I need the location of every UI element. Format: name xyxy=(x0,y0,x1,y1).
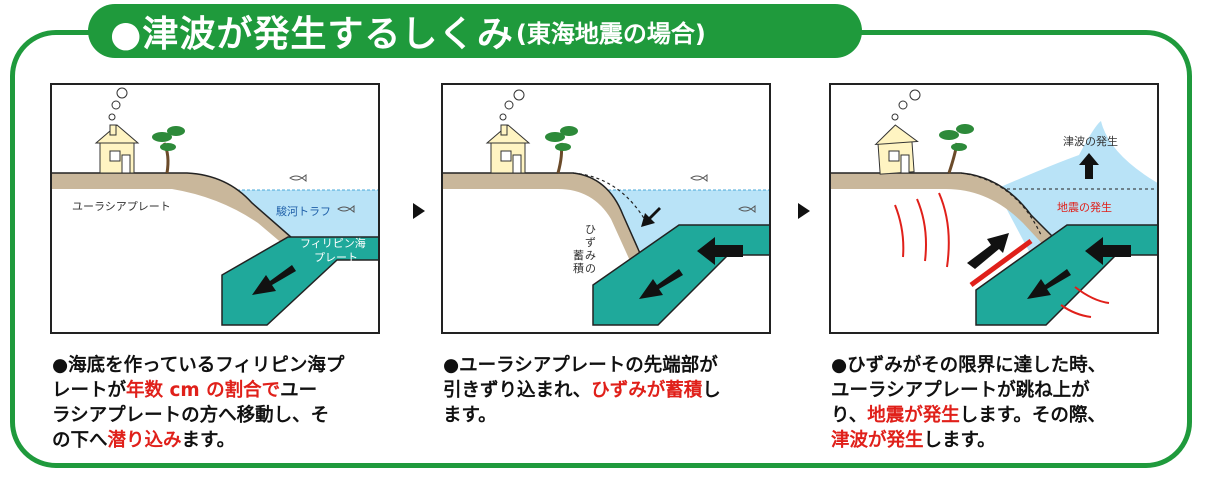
caption-highlight: 年数 cm の割合で xyxy=(126,380,281,401)
title-banner: ●津波が発生するしくみ (東海地震の場合) xyxy=(88,4,862,58)
caption-line: レートが年数 cm の割合でユー xyxy=(52,378,344,403)
tree-icon xyxy=(152,126,185,174)
caption-step-2: ●ユーラシアプレートの先端部が 引きずり込まれ、ひずみが蓄積し ます。 xyxy=(443,353,721,428)
drag-arrow xyxy=(641,207,661,227)
strain-label-2: ず xyxy=(585,236,596,249)
subduction-arrow xyxy=(639,269,683,299)
caption-line: ●海底を作っているフィリピン海プ xyxy=(52,353,344,378)
house-icon xyxy=(874,124,919,175)
caption-text: の下へ xyxy=(52,430,108,451)
caption-line: ます。 xyxy=(443,403,721,428)
eurasian-plate xyxy=(831,173,1061,251)
caption-line: ●ユーラシアプレートの先端部が xyxy=(443,353,721,378)
rebound-arrow xyxy=(967,233,1009,269)
house-icon xyxy=(485,124,531,174)
quake-label: 地震の発生 xyxy=(1057,200,1112,214)
plate-push-arrow xyxy=(1085,237,1131,265)
fault-line xyxy=(969,238,1033,288)
philippine-plate-label-2: プレート xyxy=(314,251,358,264)
caption-text: ユー xyxy=(280,380,318,401)
caption-step-3: ●ひずみがその限界に達した時、 ユーラシアプレートが跳ね上が り、地震が発生しま… xyxy=(831,353,1106,453)
caption-line: ラシアプレートの方へ移動し、そ xyxy=(52,403,344,428)
wave-up-arrow xyxy=(1079,153,1099,179)
eurasian-plate xyxy=(443,173,643,263)
caption-line: り、地震が発生します。その際、 xyxy=(831,403,1106,428)
subduction-arrow xyxy=(252,265,296,295)
tsunami-label: 津波の発生 xyxy=(1063,134,1118,148)
caption-highlight: 津波が発生 xyxy=(831,430,924,451)
caption-line: の下へ潜り込みます。 xyxy=(52,428,344,453)
caption-step-1: ●海底を作っているフィリピン海プ レートが年数 cm の割合でユー ラシアプレー… xyxy=(52,353,344,453)
caption-text: ます。 xyxy=(443,405,497,426)
caption-text: します。その際、 xyxy=(959,405,1106,426)
caption-text: 引きずり込まれ、 xyxy=(443,380,592,401)
caption-text: ●ひずみがその限界に達した時、 xyxy=(831,355,1107,376)
caption-line: 引きずり込まれ、ひずみが蓄積し xyxy=(443,378,721,403)
diagram-panel-3: 津波の発生 地震の発生 xyxy=(829,83,1159,334)
page-title: ●津波が発生するしくみ xyxy=(110,14,514,55)
caption-text: します。 xyxy=(923,430,996,451)
caption-text: り、 xyxy=(831,405,868,426)
caption-line: 津波が発生します。 xyxy=(831,428,1106,453)
caption-text: し xyxy=(702,380,721,401)
caption-text: ●ユーラシアプレートの先端部が xyxy=(443,355,718,376)
step-arrow-2 xyxy=(798,203,810,219)
caption-text: ます。 xyxy=(181,430,236,451)
plate-push-arrow xyxy=(697,237,743,265)
strain-label-5: 蓄 xyxy=(573,249,584,262)
eurasian-plate-label: ユーラシアプレート xyxy=(72,200,171,213)
house-icon xyxy=(94,124,140,174)
strain-label-3: み xyxy=(585,249,596,262)
seismic-waves xyxy=(894,192,1110,318)
diagram-panel-2: ひ ず み の 蓄 積 xyxy=(441,83,771,334)
caption-line: ユーラシアプレートが跳ね上が xyxy=(831,378,1106,403)
step-arrow-1 xyxy=(413,203,425,219)
caption-highlight: 潜り込み xyxy=(107,430,182,451)
tree-icon xyxy=(545,126,578,174)
strain-label-4: の xyxy=(585,262,596,275)
strain-label-1: ひ xyxy=(585,223,596,236)
strain-label-6: 積 xyxy=(573,261,584,275)
subduction-arrow xyxy=(1027,269,1071,299)
caption-highlight: 地震が発生 xyxy=(867,405,960,426)
sea-water xyxy=(222,190,378,247)
caption-line: ●ひずみがその限界に達した時、 xyxy=(831,353,1106,378)
caption-text: レートが xyxy=(52,380,127,401)
caption-highlight: ひずみが蓄積 xyxy=(591,380,703,401)
tree-icon xyxy=(939,124,974,174)
philippine-plate-label-1: フィリピン海 xyxy=(300,236,366,250)
caption-text: ラシアプレートの方へ移動し、そ xyxy=(52,405,330,426)
diagram-panel-1: ユーラシアプレート 駿河トラフ フィリピン海 プレート xyxy=(50,83,380,334)
philippine-plate xyxy=(221,236,378,326)
sea-water xyxy=(603,190,769,255)
trough-label: 駿河トラフ xyxy=(276,204,331,218)
page-subtitle: (東海地震の場合) xyxy=(515,19,706,48)
caption-text: ユーラシアプレートが跳ね上が xyxy=(831,380,1090,401)
caption-text: ●海底を作っているフィリピン海プ xyxy=(52,355,345,376)
